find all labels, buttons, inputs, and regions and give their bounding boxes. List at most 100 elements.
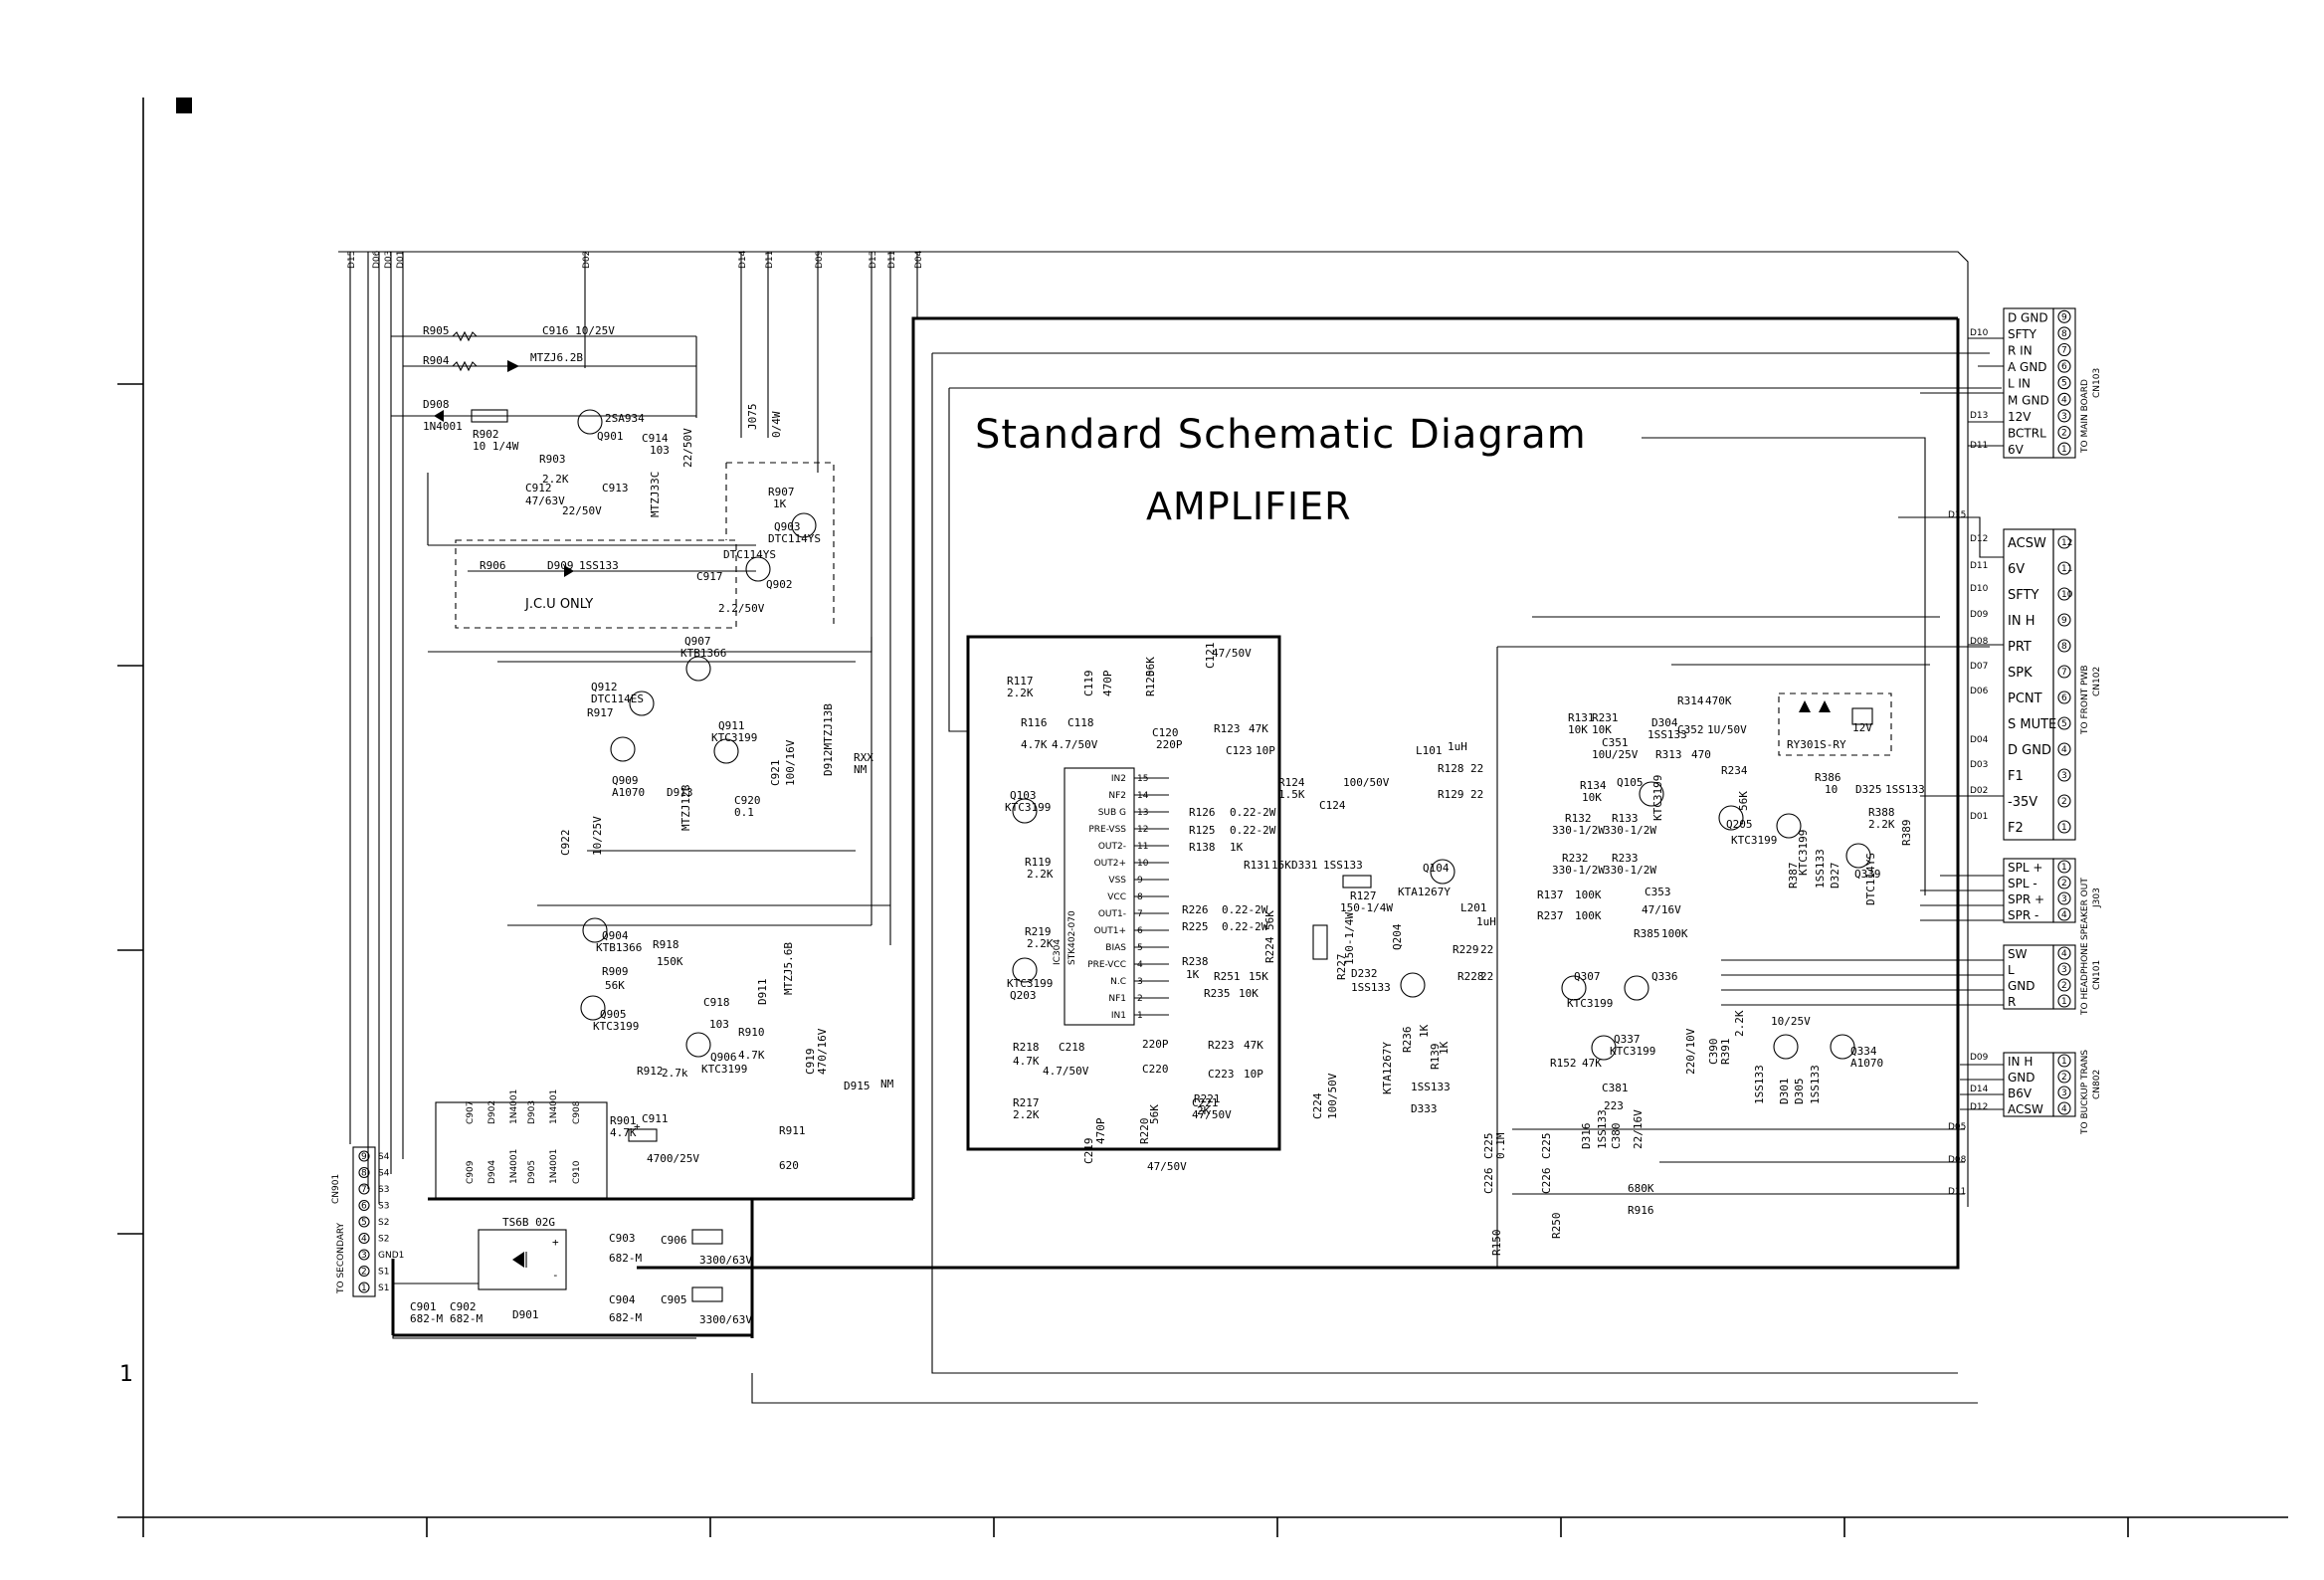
svg-text:D11: D11: [1970, 561, 1988, 571]
svg-text:KTC3199: KTC3199: [1610, 1045, 1655, 1058]
ic-area-box: [966, 635, 1281, 1151]
svg-text:D905: D905: [527, 1160, 537, 1184]
svg-text:D911: D911: [756, 979, 769, 1006]
svg-text:1K: 1K: [1186, 968, 1200, 981]
diagram-subtitle: AMPLIFIER: [1146, 485, 1352, 528]
rectifier-ref: D901: [512, 1308, 539, 1321]
svg-text:Q203: Q203: [1010, 989, 1037, 1002]
svg-text:C909: C909: [466, 1160, 476, 1184]
svg-text:1SS133: 1SS133: [1814, 849, 1827, 889]
svg-text:47/50V: 47/50V: [1192, 1108, 1232, 1121]
svg-text:R250: R250: [1550, 1213, 1563, 1240]
svg-text:Q903: Q903: [774, 520, 801, 533]
svg-text:D333: D333: [1411, 1102, 1438, 1115]
svg-text:R138: R138: [1189, 841, 1216, 854]
transistor-q334: [1830, 1034, 1855, 1060]
svg-text:D07: D07: [1970, 662, 1988, 672]
svg-text:0.22-2W: 0.22-2W: [1222, 903, 1268, 916]
pin-circle: [2057, 876, 2071, 889]
svg-text:D01: D01: [396, 251, 406, 269]
svg-text:R901: R901: [610, 1114, 637, 1127]
svg-text:2.2K: 2.2K: [1007, 687, 1034, 699]
rectifier-ts6b: [478, 1229, 567, 1290]
svg-text:C904: C904: [609, 1293, 636, 1306]
svg-text:Q902: Q902: [766, 578, 793, 591]
pin-number: 8: [2061, 642, 2067, 652]
svg-text:D913: D913: [667, 786, 693, 799]
svg-text:R133: R133: [1612, 812, 1639, 825]
svg-text:22: 22: [1480, 943, 1493, 956]
pin-circle: [2057, 716, 2071, 730]
svg-text:D13: D13: [869, 251, 878, 269]
svg-text:R220: R220: [1138, 1118, 1151, 1145]
transistor-q205: [1718, 805, 1744, 831]
svg-text:Q334: Q334: [1850, 1045, 1877, 1058]
svg-text:1SS133: 1SS133: [1351, 981, 1391, 994]
transistor-q337: [1591, 1035, 1617, 1061]
svg-text:2.7k: 2.7k: [662, 1067, 688, 1080]
pin-number: 6: [361, 1202, 367, 1212]
svg-text:D09: D09: [815, 250, 825, 269]
svg-text:470P: 470P: [1094, 1117, 1107, 1144]
svg-text:KTC3199: KTC3199: [1651, 775, 1664, 821]
svg-text:15K: 15K: [1249, 970, 1268, 983]
svg-text:1U/50V: 1U/50V: [1707, 723, 1747, 736]
svg-text:DTC114YS: DTC114YS: [723, 548, 776, 561]
transistor-q338: [1776, 813, 1802, 839]
pin-label-l-in: L IN: [2008, 377, 2031, 391]
svg-text:47K: 47K: [1244, 1039, 1263, 1052]
svg-text:47K: 47K: [1582, 1057, 1602, 1070]
svg-text:C912: C912: [525, 482, 552, 494]
pin-circle: [2057, 691, 2071, 704]
svg-text:D06: D06: [1970, 687, 1989, 696]
pin-number: 10: [2061, 590, 2073, 600]
svg-text:22/50V: 22/50V: [681, 428, 694, 468]
ic-pin-number: 11: [1137, 842, 1148, 852]
svg-text:J075: J075: [746, 404, 759, 431]
svg-text:R131: R131: [1244, 859, 1270, 872]
ic-pin-label: OUT2-: [1098, 842, 1126, 852]
pin-label-s1: S1: [378, 1284, 389, 1293]
svg-text:C223: C223: [1208, 1068, 1235, 1081]
pin-number: 9: [361, 1152, 367, 1162]
svg-text:D232: D232: [1351, 967, 1378, 980]
svg-text:D05: D05: [1948, 1122, 1966, 1132]
svg-text:2.2K: 2.2K: [1027, 937, 1054, 950]
pin-number: 1: [361, 1284, 367, 1293]
svg-text:Q901: Q901: [597, 430, 624, 443]
svg-text:Q103: Q103: [1010, 789, 1037, 802]
svg-text:NM: NM: [880, 1078, 894, 1090]
svg-text:D13: D13: [1970, 411, 1988, 421]
svg-text:10P: 10P: [1256, 744, 1275, 757]
ic-pin-number: 2: [1137, 994, 1143, 1004]
pin-number: 8: [361, 1169, 367, 1179]
svg-text:C221: C221: [1192, 1096, 1219, 1109]
svg-text:0.22-2W: 0.22-2W: [1222, 920, 1268, 933]
svg-text:100K: 100K: [1661, 927, 1688, 940]
pin-number: 4: [2061, 949, 2067, 959]
pin-number: 3: [361, 1251, 367, 1261]
transistor-q901: [577, 409, 603, 435]
svg-text:R918: R918: [653, 938, 679, 951]
pin-circle: [2057, 1086, 2071, 1099]
svg-text:D03: D03: [384, 251, 394, 269]
svg-text:C903: C903: [609, 1232, 636, 1245]
pin-label-b6v: B6V: [2008, 1086, 2033, 1100]
pin-label-a-gnd: A GND: [2008, 360, 2047, 374]
pin-label-spl-: SPL +: [2008, 861, 2042, 875]
svg-text:Q909: Q909: [612, 774, 639, 787]
transistor-q907: [685, 656, 711, 682]
svg-text:1N4001: 1N4001: [509, 1089, 519, 1124]
ic-pin-number: 4: [1137, 960, 1143, 970]
board-outline: [338, 251, 2002, 1404]
pin-number: 1: [2061, 863, 2067, 873]
svg-text:0/4W: 0/4W: [770, 411, 783, 438]
svg-text:C922: C922: [559, 830, 572, 857]
svg-text:2.2K: 2.2K: [542, 473, 569, 486]
transistor-q903: [791, 512, 817, 538]
svg-text:470K: 470K: [1705, 694, 1732, 707]
svg-text:C381: C381: [1602, 1082, 1629, 1094]
svg-text:Q907: Q907: [684, 635, 711, 648]
pin-circle: [2057, 1054, 2071, 1068]
pin-number: 1: [2061, 823, 2067, 833]
